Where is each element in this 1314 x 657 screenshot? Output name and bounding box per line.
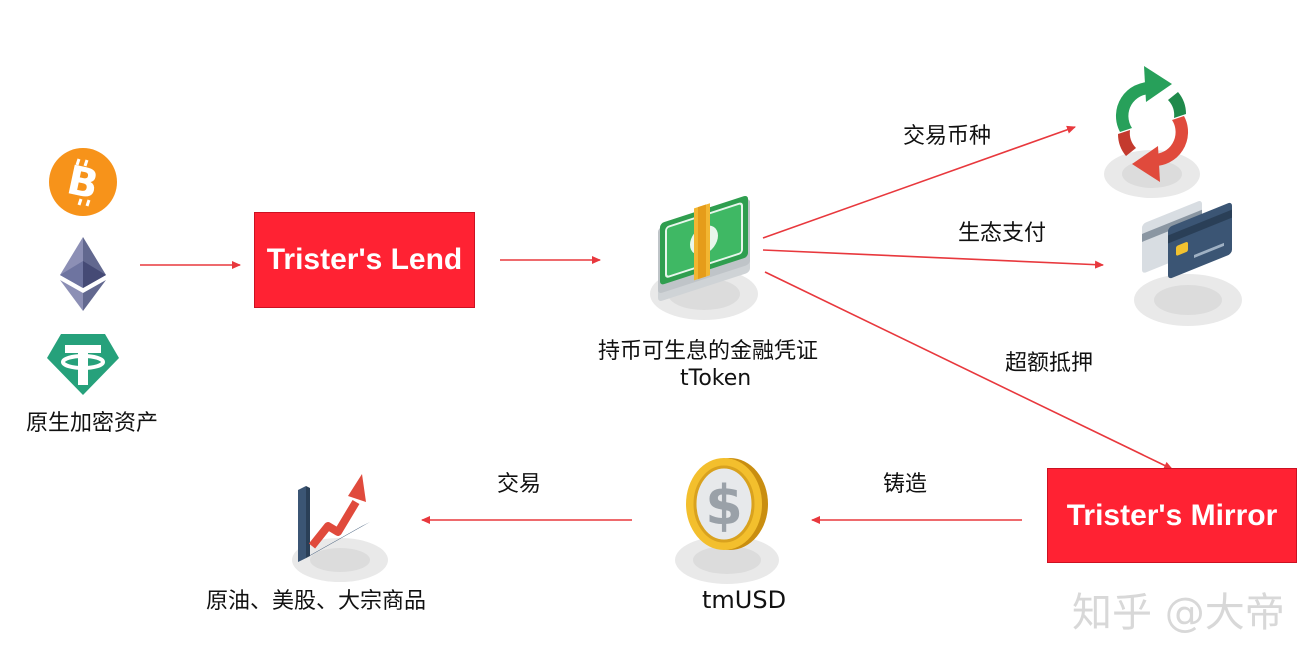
tmusd-label: tmUSD: [702, 586, 787, 614]
edge-label-trade: 交易: [497, 472, 542, 497]
arrow-ttoken-to-swap: [762, 125, 1076, 239]
money-stack-icon: $: [650, 195, 758, 320]
tether-icon: [47, 334, 119, 395]
exchange-arrows-icon: [1104, 66, 1200, 198]
assets-label: 原生加密资产: [26, 411, 159, 436]
watermark: 知乎 @大帝: [1072, 590, 1285, 636]
dollar-coin-icon: $: [675, 458, 779, 584]
ttoken-label-line2: tToken: [680, 366, 752, 391]
arrow-ttoken-to-mirror: [764, 271, 1173, 470]
edge-label-mint: 铸造: [883, 472, 928, 497]
edge-label-collateral: 超额抵押: [1005, 351, 1094, 376]
ttoken-label-line1: 持币可生息的金融凭证: [598, 339, 819, 364]
arrow-ttoken-to-payment: [762, 249, 1104, 269]
edge-label-payment: 生态支付: [958, 221, 1047, 246]
growth-chart-icon: [292, 474, 388, 582]
tristers-lend-box: Trister's Lend: [254, 212, 475, 308]
credit-card-icon: [1134, 201, 1242, 326]
commodities-label: 原油、美股、大宗商品: [206, 589, 427, 614]
svg-text:$: $: [705, 474, 743, 537]
edge-label-swap: 交易币种: [903, 124, 992, 149]
ethereum-icon: [60, 237, 106, 311]
tristers-mirror-box: Trister's Mirror: [1047, 468, 1297, 563]
bitcoin-icon: B: [49, 148, 117, 216]
